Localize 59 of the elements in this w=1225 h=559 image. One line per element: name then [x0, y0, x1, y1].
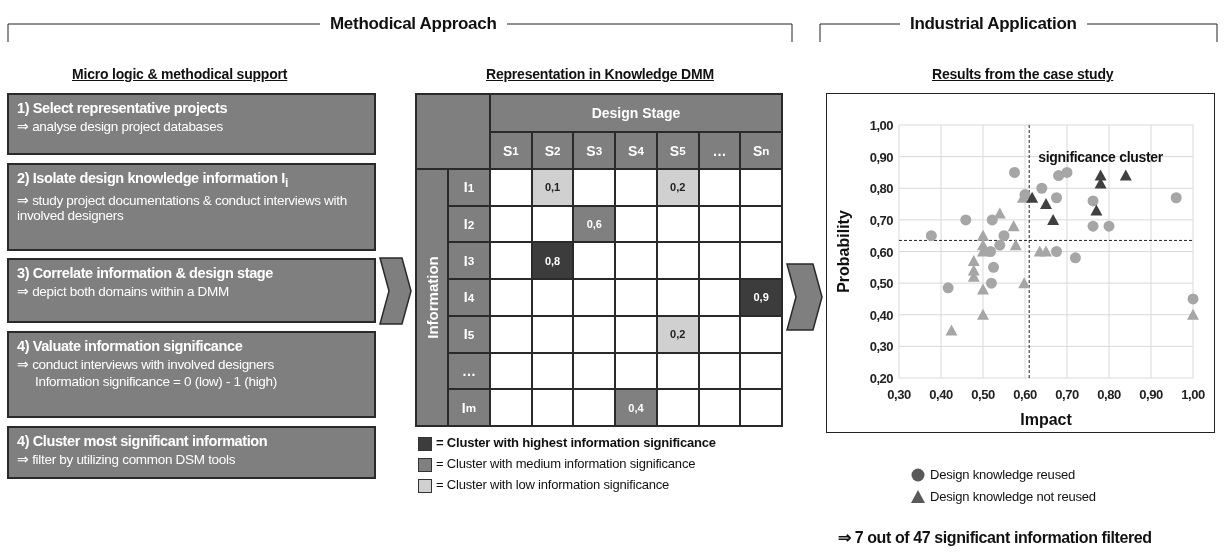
step-box: [7, 258, 376, 323]
axis-title: Probability: [835, 210, 852, 293]
significance-value: 0,8: [532, 243, 573, 279]
tick-label: 0,80: [869, 181, 893, 197]
header-text: …: [449, 353, 489, 389]
step-box: [7, 163, 376, 251]
result-note: ⇒ 7 out of 47 significant information filtered: [838, 528, 1152, 547]
tick-label: 1,00: [1181, 387, 1205, 402]
legend-text: Design knowledge reused: [930, 467, 1075, 482]
step-title: 4) Cluster most significant information: [17, 433, 269, 449]
tick-label: 0,50: [971, 387, 995, 402]
significance-value: 0,2: [657, 316, 698, 352]
tick-label: 0,80: [1097, 387, 1121, 402]
step-title: 1) Select representative projects: [17, 100, 229, 116]
step-box: [7, 426, 376, 479]
section-heading: Industrial Application: [900, 14, 1087, 34]
section-heading: Methodical Approach: [320, 14, 507, 34]
step-title: 2) Isolate design knowledge information I$_{i}$: [17, 170, 289, 190]
step-text: ⇒ depict both domains within a DMM: [17, 283, 230, 299]
step-text: ⇒ analyse design project databases: [17, 118, 224, 134]
step-box: [7, 331, 376, 418]
step-text: Information significance = 0 (low) - 1 (high): [34, 374, 278, 389]
step-text: ⇒ filter by utilizing common DSM tools: [17, 451, 237, 467]
significance-value: 0,2: [657, 170, 698, 205]
header-text: …: [699, 133, 740, 168]
tick-label: 0,70: [869, 212, 893, 228]
significance-value: 0,4: [616, 390, 656, 425]
step-box: [7, 93, 376, 155]
legend-text: = Cluster with medium information significance: [436, 456, 696, 471]
tick-label: 0,50: [869, 276, 893, 292]
step-title: 3) Correlate information & design stage: [17, 265, 274, 281]
chevron-arrow: [786, 263, 823, 331]
legend-text: Design knowledge not reused: [930, 489, 1096, 504]
significance-value: 0,1: [532, 170, 573, 205]
legend-text: = Cluster with low information significance: [436, 477, 670, 492]
axis-title: Impact: [1020, 411, 1072, 428]
annotation-text: significance cluster: [1038, 148, 1163, 165]
tick-label: 0,40: [929, 387, 953, 402]
header-text: Information: [423, 256, 441, 339]
tick-label: 0,60: [869, 244, 893, 260]
step-text: ⇒ conduct interviews with involved designers: [17, 356, 275, 372]
header-text: Design Stage: [491, 95, 781, 131]
tick-label: 0,90: [1139, 387, 1163, 402]
tick-label: 0,70: [1055, 387, 1079, 402]
tick-label: 0,90: [869, 149, 893, 165]
dmm-matrix: [415, 93, 783, 427]
legend-text: = Cluster with highest information significance: [436, 435, 716, 450]
significance-value: 0,9: [741, 280, 781, 315]
tick-label: 0,30: [869, 339, 893, 355]
tick-label: 1,00: [869, 118, 893, 133]
step-text: ⇒ study project documentations & conduct interviews with involved designers: [17, 191, 348, 223]
tick-label: 0,20: [869, 371, 893, 386]
chart-panel: [826, 93, 1215, 433]
tick-label: 0,40: [869, 307, 893, 323]
significance-value: 0,6: [574, 206, 615, 242]
chevron-arrow: [379, 257, 412, 325]
tick-label: 0,30: [887, 387, 911, 402]
tick-label: 0,60: [1013, 387, 1037, 402]
step-title: 4) Valuate information significance: [17, 338, 244, 354]
